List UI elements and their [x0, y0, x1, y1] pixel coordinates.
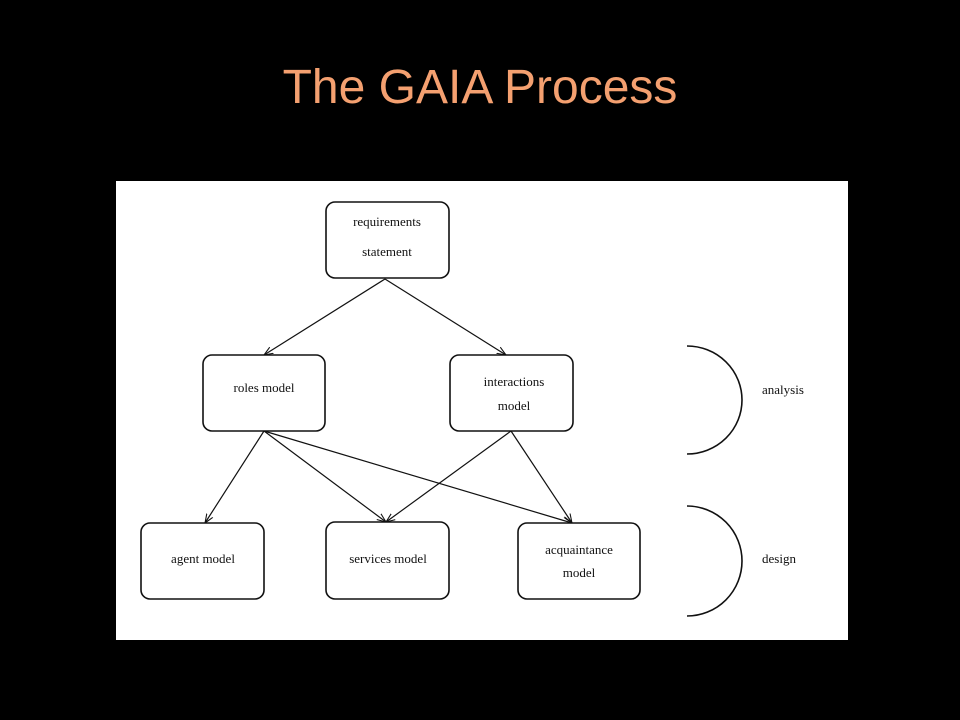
- node-roles-model: roles model: [202, 354, 326, 432]
- analysis-label: analysis: [762, 382, 804, 397]
- node-interactions-line-1: interactions: [484, 374, 545, 389]
- edge-interactions-acquaintance: [510, 430, 572, 523]
- edge-requirements-interactions: [384, 278, 506, 355]
- diagram-canvas: requirements statement roles model inter…: [140, 201, 804, 617]
- design-phase-bracket: design: [686, 505, 796, 617]
- node-requirements-line-1: requirements: [353, 214, 421, 229]
- edges: [205, 278, 572, 523]
- node-services-line-1: services model: [349, 551, 427, 566]
- design-arc: [686, 505, 743, 617]
- edge-requirements-roles: [264, 278, 386, 355]
- node-agent-line-1: agent model: [171, 551, 235, 566]
- node-interactions-model: interactions model: [449, 354, 574, 432]
- node-roles-line-1: roles model: [233, 380, 294, 395]
- edge-interactions-services: [386, 430, 512, 522]
- analysis-phase-bracket: analysis: [686, 345, 804, 455]
- gaia-process-diagram: requirements statement roles model inter…: [116, 181, 848, 640]
- node-services-model: services model: [325, 521, 450, 600]
- node-acquaintance-line-2: model: [563, 565, 596, 580]
- design-label: design: [762, 551, 796, 566]
- slide-title: The GAIA Process: [282, 61, 678, 114]
- node-requirements-line-2: statement: [362, 244, 412, 259]
- edge-roles-services: [263, 430, 386, 522]
- node-acquaintance-model: acquaintance model: [517, 522, 641, 600]
- analysis-arc: [686, 345, 743, 455]
- node-acquaintance-line-1: acquaintance: [545, 542, 613, 557]
- node-agent-model: agent model: [140, 522, 265, 600]
- node-requirements-statement: requirements statement: [325, 201, 450, 279]
- edge-roles-agent: [205, 430, 265, 523]
- edge-roles-acquaintance: [263, 430, 572, 523]
- node-interactions-line-2: model: [498, 398, 531, 413]
